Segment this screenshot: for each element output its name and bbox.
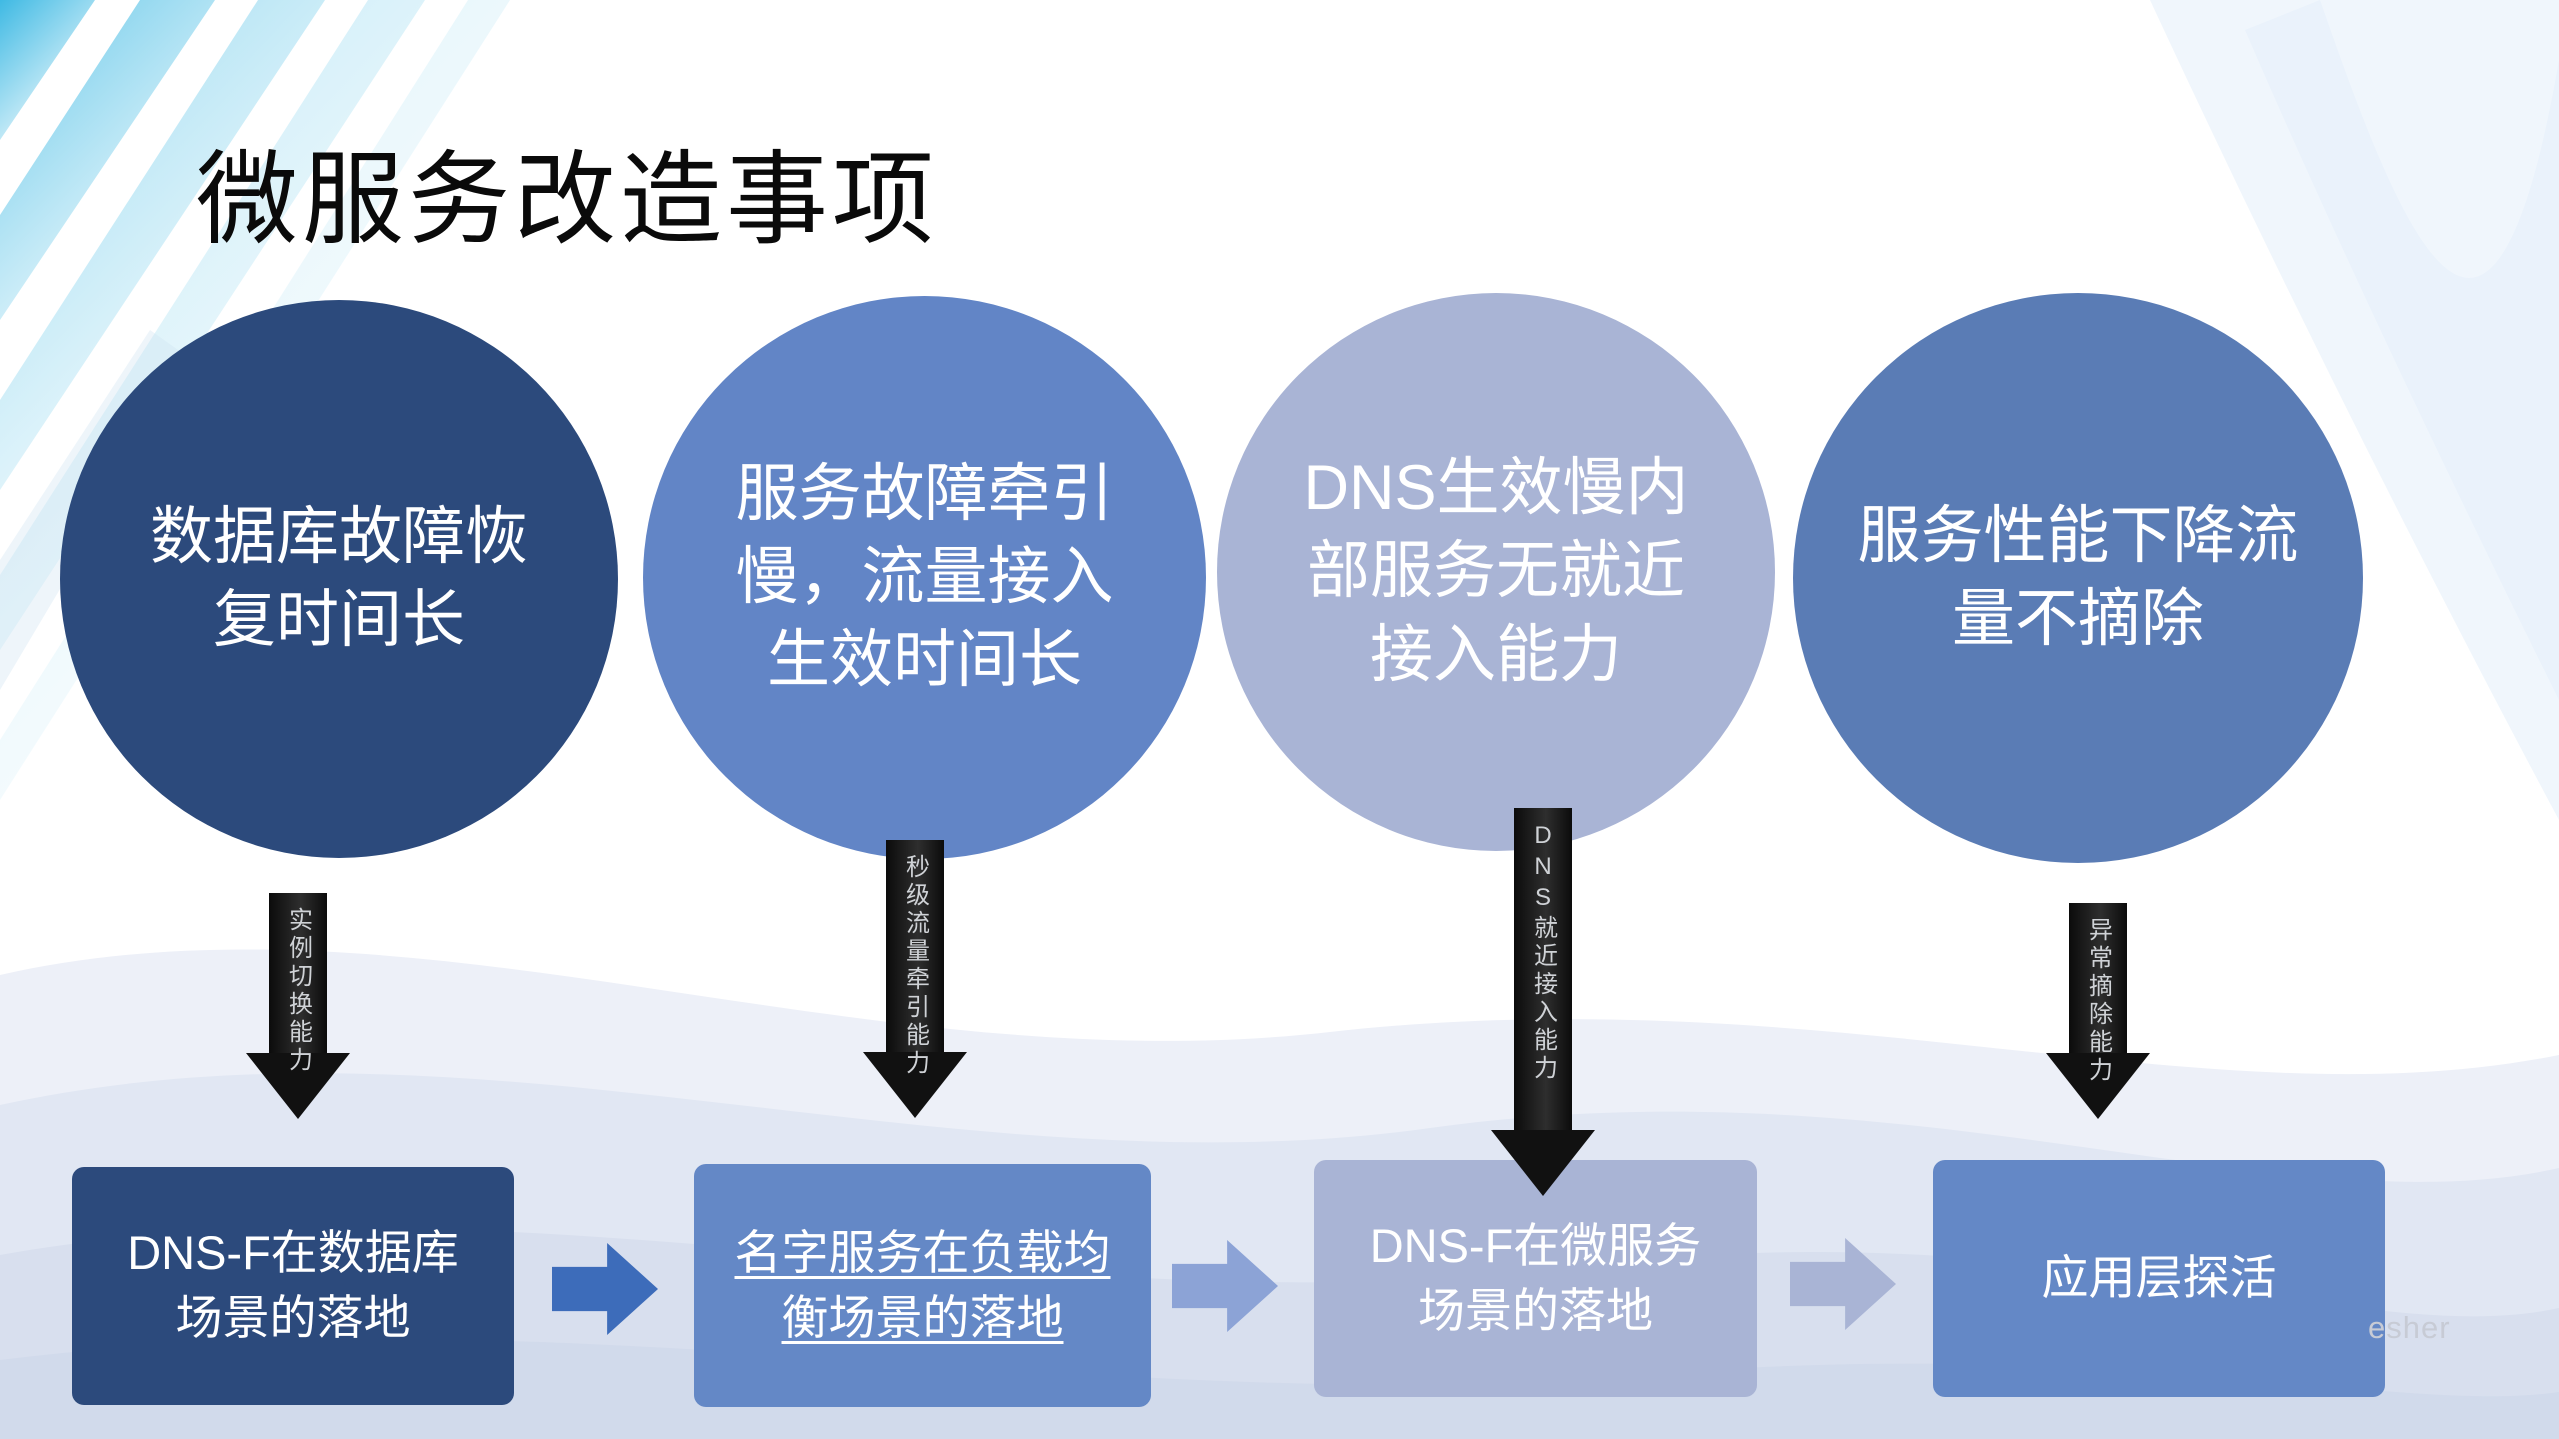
solution-box-text: DNS-F在数据库场景的落地 xyxy=(127,1226,459,1344)
problem-circle-database-failure: 数据库故障恢复时间长 xyxy=(60,300,618,858)
arrow-shaft xyxy=(2069,903,2127,1053)
down-arrow-dns-nearby: DNS就近接入能力 xyxy=(1491,808,1595,1196)
watermark-text: esher xyxy=(2368,1310,2451,1345)
solution-box-text: DNS-F在微服务场景的落地 xyxy=(1369,1218,1702,1337)
problem-circle-text: 数据库故障恢复时间长 xyxy=(150,501,528,655)
problem-circle-dns-slow: DNS生效慢内部服务无就近接入能力 xyxy=(1217,293,1775,851)
arrow-head-icon xyxy=(246,1053,350,1119)
arrow-shaft xyxy=(269,893,327,1053)
problem-circle-text: 服务性能下降流量不摘除 xyxy=(1857,500,2299,654)
problem-circle-failover-slow: 服务故障牵引慢，流量接入生效时间长 xyxy=(643,296,1206,859)
down-arrow-traffic-pull: 秒级流量牵引能力 xyxy=(863,840,967,1118)
down-arrow-instance-switch: 实例切换能力 xyxy=(246,893,350,1119)
problem-circle-text: DNS生效慢内部服务无就近接入能力 xyxy=(1303,453,1689,690)
arrow-shaft xyxy=(886,840,944,1052)
arrow-shaft xyxy=(1514,808,1572,1130)
capability-label: DNS就近接入能力 xyxy=(1529,822,1557,1083)
arrow-head-icon xyxy=(863,1052,967,1118)
solution-box-dns-f-database: DNS-F在数据库场景的落地 xyxy=(72,1167,514,1405)
problem-circle-text: 服务故障牵引慢，流量接入生效时间长 xyxy=(735,458,1114,696)
arrow-head-icon xyxy=(2046,1053,2150,1119)
solution-box-text-underlined: 名字服务在负载均衡场景的落地 xyxy=(734,1225,1111,1344)
capability-label: 实例切换能力 xyxy=(284,907,312,1075)
slide-title: 微服务改造事项 xyxy=(196,145,938,258)
solution-box-dns-f-microservice: DNS-F在微服务场景的落地 xyxy=(1314,1160,1757,1397)
solution-box-text: 应用层探活 xyxy=(2041,1251,2277,1305)
capability-label: 异常摘除能力 xyxy=(2084,917,2112,1085)
down-arrow-abnormal-removal: 异常摘除能力 xyxy=(2046,903,2150,1119)
solution-box-name-service-lb: 名字服务在负载均衡场景的落地 xyxy=(694,1164,1151,1407)
solution-box-app-layer-probe: 应用层探活 xyxy=(1933,1160,2385,1397)
capability-label: 秒级流量牵引能力 xyxy=(901,854,929,1078)
problem-circle-performance-degrade: 服务性能下降流量不摘除 xyxy=(1793,293,2363,863)
arrow-head-icon xyxy=(1491,1130,1595,1196)
